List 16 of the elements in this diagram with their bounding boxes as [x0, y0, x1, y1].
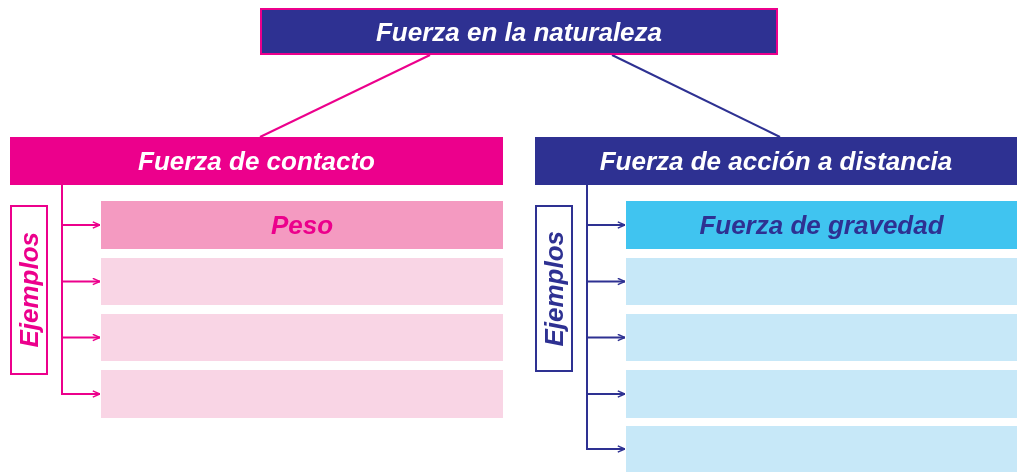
example-box: Fuerza de gravedad	[626, 201, 1017, 249]
empty-answer-box	[101, 258, 503, 305]
empty-answer-box	[626, 370, 1017, 418]
empty-answer-box	[626, 314, 1017, 361]
connector-arrow	[586, 184, 626, 453]
side-label-box: Ejemplos	[535, 205, 573, 372]
title-box: Fuerza en la naturaleza	[260, 8, 778, 55]
example-box: Peso	[101, 201, 503, 249]
empty-answer-box	[101, 370, 503, 418]
category-box: Fuerza de contacto	[10, 137, 503, 185]
empty-answer-box	[626, 258, 1017, 305]
empty-answer-box	[626, 426, 1017, 472]
connector-arrow	[61, 184, 101, 398]
category-box: Fuerza de acción a distancia	[535, 137, 1017, 185]
side-label-box: Ejemplos	[10, 205, 48, 375]
empty-answer-box	[101, 314, 503, 361]
